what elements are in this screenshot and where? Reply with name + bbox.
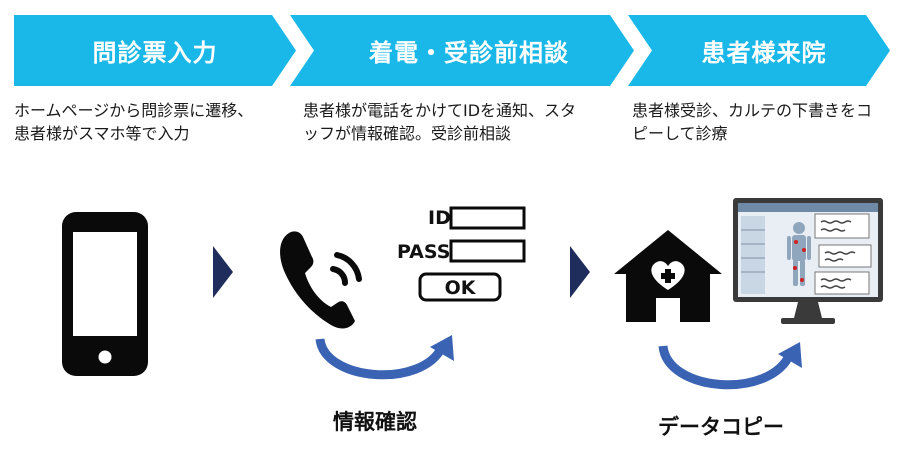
flow-arrow-icon [570, 246, 590, 298]
banner-shape [628, 15, 890, 86]
step-1-title: 問診票入力 [92, 39, 218, 67]
smartphone-icon [62, 212, 148, 376]
step-2-title: 着電・受診前相談 [369, 39, 569, 67]
step-3-banner: 患者様来院 [628, 15, 890, 86]
pass-field [449, 239, 526, 263]
ok-button [418, 272, 502, 302]
step-2-banner: 着電・受診前相談 [290, 15, 634, 86]
login-form: ID PASS OK [397, 206, 526, 302]
banner-shape [14, 15, 296, 86]
flow-arrow-icon [213, 246, 233, 298]
medical-record-monitor-icon [733, 198, 883, 324]
clinic-house-icon [614, 230, 722, 322]
data-copy-label: データコピー [658, 415, 784, 439]
banner-shape [290, 15, 634, 86]
step-2-description: 患者様が電話をかけてIDを通知、スタッフが情報確認。受診前相談 [303, 101, 577, 143]
cycle-arrow-icon [658, 342, 802, 390]
phone-handset-icon [280, 231, 362, 329]
id-field [449, 206, 526, 230]
step-1-description: ホームページから問診票に遷移、患者様がスマホ等で入力 [14, 101, 254, 143]
step-3-description: 患者様受診、カルテの下書きをコピーして診療 [632, 101, 873, 143]
step-3-title: 患者様来院 [701, 39, 827, 67]
step-1-banner: 問診票入力 [14, 15, 296, 86]
cycle-arrow-icon [315, 335, 454, 380]
ok-label: OK [445, 277, 477, 299]
id-label: ID [428, 207, 451, 229]
info-check-label: 情報確認 [333, 410, 417, 434]
pass-label: PASS [397, 241, 450, 263]
